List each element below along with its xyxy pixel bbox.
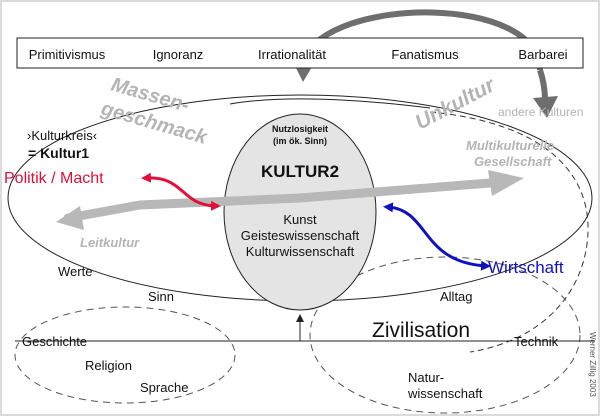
- geisteswissenschaft-label: Geisteswissenschaft: [241, 228, 360, 243]
- top-bar-item: Irrationalität: [258, 47, 326, 62]
- geschichte-label: Geschichte: [22, 334, 87, 349]
- history-ellipse: [14, 306, 236, 404]
- other-cultures-ellipse: [429, 111, 589, 353]
- andere-kulturen-label: andere Kulturen: [498, 105, 583, 119]
- politik-arrow: [141, 172, 221, 211]
- nutzlosigkeit-label: Nutzlosigkeit: [272, 124, 328, 134]
- up-arrow-head: [296, 314, 304, 322]
- kultur1-label: = Kultur1: [28, 145, 89, 161]
- werte-label: Werte: [58, 264, 92, 279]
- sinn-label: Sinn: [148, 289, 174, 304]
- top-bar-item: Barbarei: [518, 47, 567, 62]
- kulturkreis-label: ›Kulturkreis‹: [27, 128, 97, 143]
- top-bar-item: Fanatismus: [391, 47, 459, 62]
- zivilisation-label: Zivilisation: [372, 319, 470, 342]
- sprache-label: Sprache: [140, 380, 188, 395]
- kunst-label: Kunst: [283, 212, 317, 227]
- unkultur-label: Unkultur: [412, 73, 501, 135]
- wirtschaft-arrow: [383, 202, 491, 271]
- multikulturelle-label: Multikulturelle: [466, 138, 554, 153]
- wirtschaft-label: Wirtschaft: [488, 258, 564, 277]
- kulturwissenschaft-label: Kulturwissenschaft: [246, 244, 355, 259]
- alltag-label: Alltag: [440, 289, 473, 304]
- gesellschaft-label: Gesellschaft: [474, 154, 552, 169]
- kultur2-ellipse: [223, 113, 377, 311]
- top-bar-item: Ignoranz: [153, 47, 204, 62]
- dark-arrow-tail: [537, 69, 548, 101]
- wissenschaft-label: wissenschaft: [407, 386, 483, 401]
- gray-arrow-head-left: [56, 206, 84, 230]
- top-bar-item: Primitivismus: [29, 47, 106, 62]
- inner-arc: [229, 98, 431, 109]
- kultur2-title: KULTUR2: [261, 162, 339, 181]
- leitkultur-label: Leitkultur: [80, 235, 140, 250]
- religion-label: Religion: [85, 358, 132, 373]
- oek-sinn-label: (im ök. Sinn): [273, 136, 327, 146]
- top-bar-box: [16, 37, 584, 69]
- politik-label: Politik / Macht: [4, 170, 104, 187]
- credit-label: Werner Zillig 2003: [588, 332, 597, 397]
- gray-arrow-head-right: [488, 170, 524, 196]
- dark-arrow-head-right: [533, 96, 558, 118]
- natur-label: Natur-: [408, 370, 444, 385]
- technik-label: Technik: [514, 334, 559, 349]
